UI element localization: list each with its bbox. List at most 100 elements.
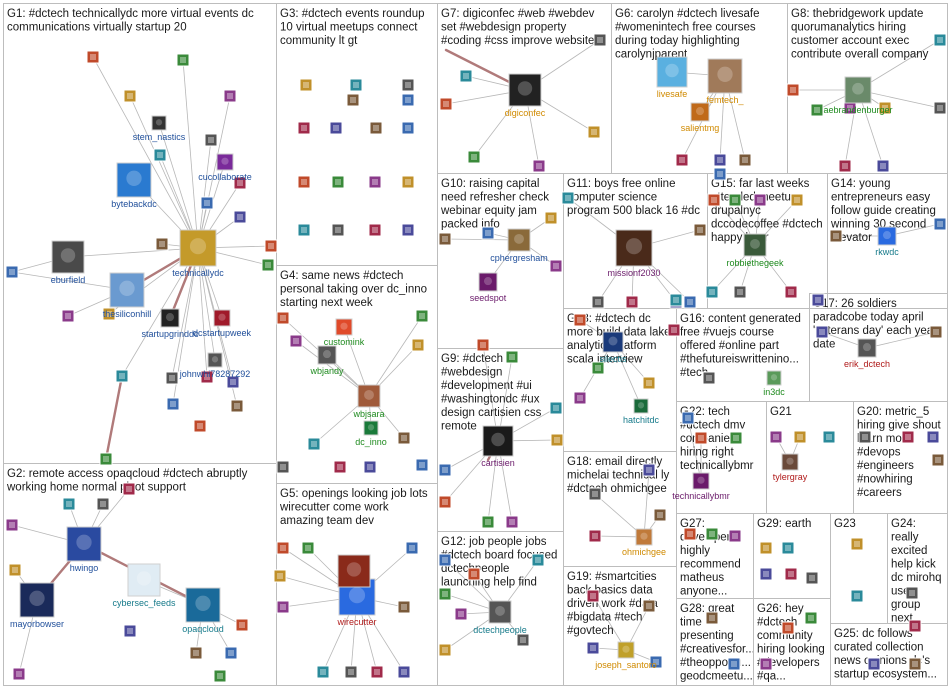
minor-node <box>786 83 800 97</box>
node-hwingo[interactable]: hwingo <box>66 526 102 573</box>
node-avatar <box>508 73 542 107</box>
node-stem-nastics[interactable]: stem_nastics <box>133 115 186 142</box>
group-title-line: offered #online part <box>680 340 780 352</box>
node-erik-dctech[interactable]: erik_dctech <box>844 338 890 369</box>
minor-node <box>438 232 452 246</box>
minor-node <box>850 537 864 551</box>
minor-node <box>588 529 602 543</box>
group-title-line: computer science <box>567 192 657 204</box>
minor-node <box>481 226 495 240</box>
minor-node <box>401 78 415 92</box>
node-technicallybmr[interactable]: technicallybmr <box>672 472 730 501</box>
node-dctechpeople[interactable]: dctechpeople <box>473 600 527 635</box>
minor-node-highlight <box>553 263 559 269</box>
node-rkwdc[interactable]: rkwdc <box>875 226 899 257</box>
node-femtech-[interactable]: femtech_ <box>706 58 744 105</box>
node-avatar <box>488 600 512 624</box>
node-missionf2030[interactable]: missionf2030 <box>607 229 661 278</box>
node-robbiethegeek[interactable]: robbiethegeek <box>726 233 784 268</box>
node-avatar <box>337 554 371 588</box>
node-technicallydc[interactable]: technicallydc <box>172 229 224 278</box>
minor-node-highlight <box>597 37 603 43</box>
node-wbjsara[interactable]: wbjsara <box>352 384 385 419</box>
node-salientmg[interactable]: salientmg <box>681 102 720 133</box>
edge <box>687 417 702 482</box>
minor-node-highlight <box>170 401 176 407</box>
node-avatar <box>615 229 653 267</box>
node-bytebackdc[interactable]: bytebackdc <box>111 162 157 209</box>
node-mayorbowser[interactable]: mayorbowser <box>10 582 64 629</box>
node-label: erik_dctech <box>844 359 890 369</box>
node-label: tylergray <box>773 472 808 482</box>
node-eburfield[interactable]: eburfield <box>51 240 86 285</box>
group-title-line: G9: #dctech <box>441 353 503 365</box>
node-hatchitdc[interactable]: hatchitdc <box>623 398 660 425</box>
minor-node <box>405 541 419 555</box>
node-aebrandenburger[interactable]: aebrandenburger <box>823 76 893 115</box>
minor-node-highlight <box>912 661 918 667</box>
minor-node <box>901 430 915 444</box>
node-opaqcloud[interactable]: opaqcloud <box>182 587 224 634</box>
node-cybersec-feeds[interactable]: cybersec_feeds <box>112 563 176 608</box>
node-cucollaborate[interactable]: cucollaborate <box>198 153 252 182</box>
node-label: seedspot <box>470 293 507 303</box>
minor-node <box>587 125 601 139</box>
node-livesafe[interactable]: livesafe <box>656 56 688 99</box>
node-ohmichgee[interactable]: ohmichgee <box>622 528 666 557</box>
minor-node <box>204 133 218 147</box>
group-title-line: help kick <box>891 559 936 571</box>
node-customink[interactable]: customink <box>324 318 365 347</box>
group-title-line: set #webdesign property <box>441 22 567 34</box>
minor-node-highlight <box>882 105 888 111</box>
node-johnwhi78287292[interactable]: johnwhi78287292 <box>179 352 251 379</box>
group-panel-g21: G21 <box>766 401 854 514</box>
group-title-line: hiring looking <box>757 644 825 656</box>
node-avatar-face <box>495 605 505 616</box>
minor-node-highlight <box>773 434 779 440</box>
group-panel-border <box>766 401 854 514</box>
node-dcstartupweek[interactable]: dcstartupweek <box>193 309 252 338</box>
minor-node-highlight <box>646 467 652 473</box>
minor-node-highlight <box>732 533 738 539</box>
node-tylergray[interactable]: tylergray <box>773 453 808 482</box>
minor-node <box>669 293 683 307</box>
minor-node <box>467 567 481 581</box>
node-seedspot[interactable]: seedspot <box>470 272 507 303</box>
group-title-line: wirecutter come work <box>279 502 389 514</box>
node-startupgrinddc[interactable]: startupgrinddc <box>141 308 199 339</box>
group-title-line: G18: email directly <box>567 456 662 468</box>
minor-node <box>790 193 804 207</box>
minor-node <box>397 431 411 445</box>
node-joseph-santoro[interactable]: joseph_santoro <box>594 641 657 670</box>
minor-node-highlight <box>333 125 339 131</box>
node-digiconfec[interactable]: digiconfec <box>505 73 546 118</box>
node-sirje[interactable] <box>337 554 371 588</box>
node-cphergresham[interactable]: cphergresham <box>490 228 548 263</box>
minor-node-highlight <box>442 557 448 563</box>
node-wbjandy[interactable]: wbjandy <box>309 345 344 376</box>
group-title-line: G10: raising capital <box>441 178 539 190</box>
group-title-line: #webdesign <box>441 367 502 379</box>
minor-node <box>586 589 600 603</box>
node-label: technicallydc <box>172 268 224 278</box>
group-panel-g12: G12: job people jobs#dctech board focuse… <box>437 531 564 686</box>
minor-node-highlight <box>854 593 860 599</box>
node-avatar-face <box>608 336 618 346</box>
group-title-line: G27: <box>680 518 705 530</box>
node-thesiliconhill[interactable]: thesiliconhill <box>103 272 152 319</box>
minor-node <box>713 153 727 167</box>
minor-node-highlight <box>629 299 635 305</box>
node-in3dc[interactable]: in3dc <box>763 370 785 397</box>
node-label: dctechpeople <box>473 625 527 635</box>
group-title-line: community lt gt <box>280 35 358 47</box>
node-avatar-face <box>221 157 229 165</box>
node-dc-inno[interactable]: dc_inno <box>355 420 387 447</box>
minor-node-highlight <box>419 313 425 319</box>
minor-node <box>276 311 290 325</box>
node-silectis[interactable]: silectis <box>599 331 627 364</box>
node-cartisien[interactable]: cartisien <box>481 425 515 468</box>
group-title-line: webinar equity jam <box>440 205 537 217</box>
group-title-line: G3: #dctech events roundup <box>280 8 425 20</box>
